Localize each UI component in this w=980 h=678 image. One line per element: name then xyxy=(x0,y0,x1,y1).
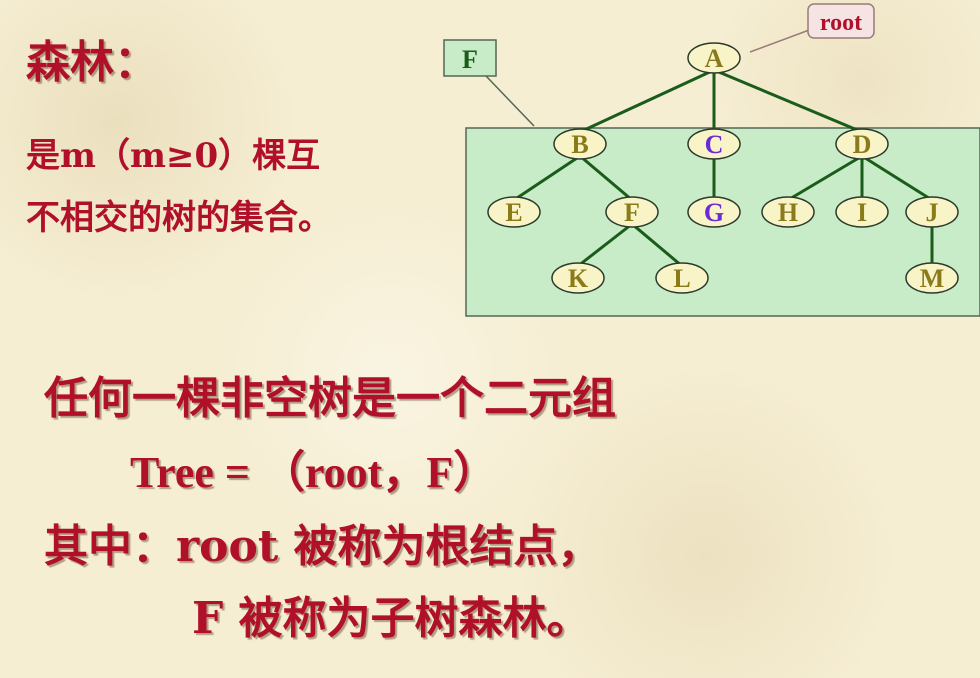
definition-line-1: 是m（m≥0）棵互 xyxy=(26,136,321,176)
tree-node-H: H xyxy=(761,196,815,228)
node-label-G: G xyxy=(704,198,724,227)
root-callout-label: root xyxy=(820,10,862,36)
tree-node-G: G xyxy=(687,196,741,228)
node-ellipse-K xyxy=(551,262,605,294)
node-label-E: E xyxy=(505,198,522,227)
node-label-M: M xyxy=(920,264,945,293)
edge-D-H xyxy=(787,154,863,202)
tree-node-J: J xyxy=(905,196,959,228)
tree-nodes: A B C D E F G H I J K L M xyxy=(487,42,959,294)
edge-F-L xyxy=(631,222,683,268)
tree-node-L: L xyxy=(655,262,709,294)
node-label-A: A xyxy=(705,44,724,73)
node-label-H: H xyxy=(778,198,798,227)
node-label-K: K xyxy=(568,264,589,293)
tree-node-I: I xyxy=(835,196,889,228)
tree-node-M: M xyxy=(905,262,959,294)
edge-F-K xyxy=(577,222,633,268)
explanation-line-4: F 被称为子树森林。 xyxy=(192,593,591,644)
node-ellipse-F xyxy=(605,196,659,228)
tree-node-C: C xyxy=(687,128,741,160)
edge-A-D xyxy=(713,68,863,134)
node-ellipse-L xyxy=(655,262,709,294)
tree-node-K: K xyxy=(551,262,605,294)
node-ellipse-H xyxy=(761,196,815,228)
node-label-J: J xyxy=(926,198,939,227)
node-ellipse-J xyxy=(905,196,959,228)
node-ellipse-G xyxy=(687,196,741,228)
forest-callout-box xyxy=(443,39,497,77)
node-ellipse-I xyxy=(835,196,889,228)
forest-callout-pointer xyxy=(485,75,535,127)
edge-D-J xyxy=(861,154,933,202)
root-callout-box xyxy=(807,3,875,39)
node-ellipse-E xyxy=(487,196,541,228)
tree-node-D: D xyxy=(835,128,889,160)
tree-node-A: A xyxy=(687,42,741,74)
tree-node-E: E xyxy=(487,196,541,228)
edge-B-E xyxy=(513,154,581,202)
node-ellipse-D xyxy=(835,128,889,160)
explanation-line-1: 任何一棵非空树是一个二元组 xyxy=(44,373,616,424)
edge-A-B xyxy=(579,68,715,134)
page-title: 森林： xyxy=(26,37,158,88)
tree-node-B: B xyxy=(553,128,607,160)
node-ellipse-B xyxy=(553,128,607,160)
forest-callout-label: F xyxy=(462,45,478,74)
explanation-line-3: 其中：root 被称为根结点， xyxy=(44,521,602,572)
explanation-line-2: Tree = （root，F） xyxy=(130,448,498,497)
edge-B-F xyxy=(579,154,633,202)
node-ellipse-A xyxy=(687,42,741,74)
node-label-F: F xyxy=(624,198,640,227)
node-label-L: L xyxy=(673,264,690,293)
node-ellipse-M xyxy=(905,262,959,294)
definition-line-2: 不相交的树的集合。 xyxy=(26,198,332,238)
node-label-C: C xyxy=(705,130,724,159)
node-label-B: B xyxy=(571,130,588,159)
node-label-I: I xyxy=(857,198,867,227)
node-label-D: D xyxy=(853,130,872,159)
tree-node-F: F xyxy=(605,196,659,228)
node-ellipse-C xyxy=(687,128,741,160)
tree-edges xyxy=(513,68,934,268)
